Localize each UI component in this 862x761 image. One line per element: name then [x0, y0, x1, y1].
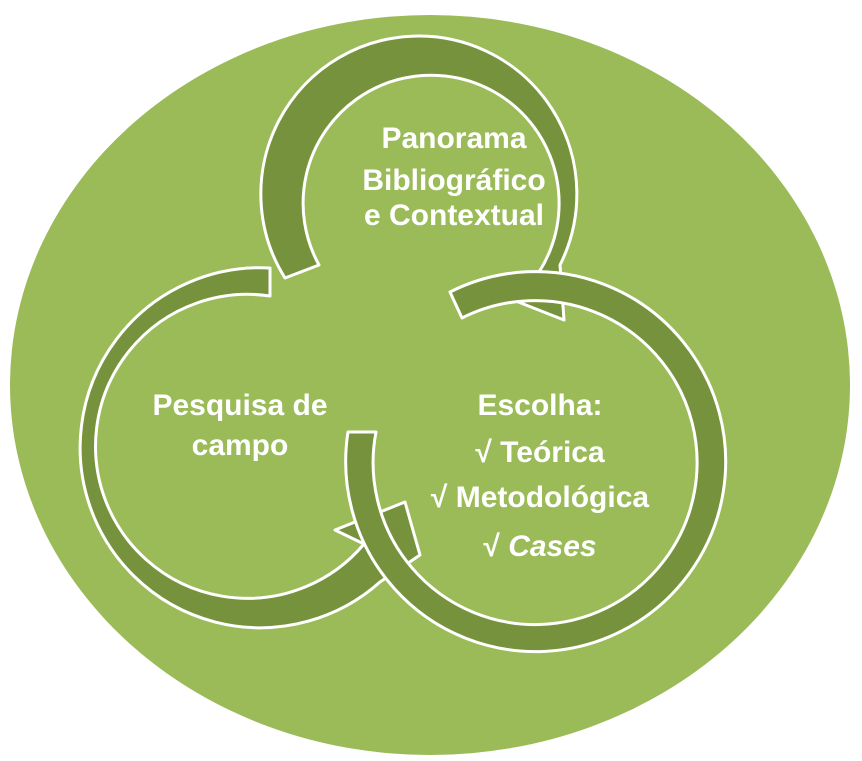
node-left-text: Pesquisa de campo — [152, 389, 327, 462]
check-mark-icon: √ — [475, 436, 500, 469]
background-circle — [10, 15, 850, 755]
node-left-line-1: Pesquisa de — [152, 389, 327, 422]
node-top-line-2: Bibliográfico — [362, 164, 545, 197]
node-right-item-1: √ Teórica — [475, 436, 605, 469]
node-right-item-2-text: Metodológica — [456, 481, 650, 514]
arrow-left-cycle — [78, 266, 422, 630]
arrow-right-cycle — [344, 270, 728, 654]
node-right-item-3: √ Cases — [483, 530, 596, 563]
check-mark-icon: √ — [483, 530, 508, 563]
node-right-item-2: √ Metodológica — [431, 481, 649, 514]
node-right-item-1-text: Teórica — [500, 436, 605, 469]
node-right-title: Escolha: — [477, 389, 602, 422]
node-top-line-1: Panorama — [381, 122, 526, 155]
check-mark-icon: √ — [431, 481, 456, 514]
node-left-line-2: campo — [192, 429, 289, 462]
node-top-text: Panorama Bibliográfico e Contextual — [362, 122, 545, 232]
node-right-item-3-text: Cases — [508, 530, 596, 563]
node-right-text: Escolha: √ Teórica √ Metodológica √ Case… — [431, 389, 649, 563]
node-top-line-3: e Contextual — [364, 199, 544, 232]
